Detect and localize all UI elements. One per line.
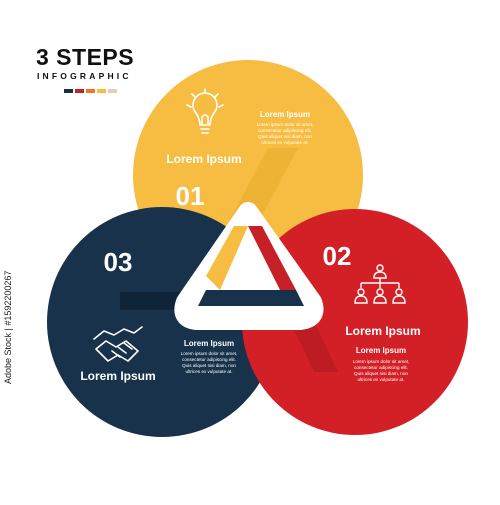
- color-swatch: [108, 89, 117, 93]
- page-title: 3 STEPS: [36, 44, 135, 70]
- step-01-text-line: consectetur adipiscing elit.: [258, 128, 312, 133]
- team-hierarchy-icon: [354, 264, 406, 304]
- color-swatch: [64, 89, 73, 93]
- step-02-label: Lorem Ipsum: [345, 324, 420, 338]
- center-navy-segment: [198, 290, 304, 306]
- page-subtitle: INFOGRAPHIC: [37, 71, 132, 81]
- step-02-text-line: consectetur adipiscing elit.: [354, 365, 408, 370]
- step-01-number: 01: [176, 181, 205, 211]
- step-02-text-line: Quis aliquet nisi diam, non: [354, 371, 408, 376]
- center-yellow-segment: [206, 226, 248, 290]
- color-swatch: [97, 89, 106, 93]
- center-knot: [174, 202, 324, 330]
- step-03-text-line: Quis aliquet nisi diam, non: [182, 363, 236, 368]
- step-01-text-title: Lorem Ipsum: [260, 110, 310, 119]
- step-02-circle: [242, 209, 468, 435]
- step-02-number: 02: [323, 241, 352, 271]
- center-red-segment: [248, 226, 296, 290]
- color-swatch: [75, 89, 84, 93]
- lightbulb-icon: [186, 88, 224, 134]
- handshake-icon: [93, 326, 143, 362]
- step-01-text-line: Lorem ipsum dolor sit amet,: [257, 122, 314, 127]
- step-02-text-title: Lorem Ipsum: [356, 346, 406, 355]
- step-01-label: Lorem Ipsum: [166, 152, 241, 166]
- step-01-text-line: Quis aliquet nisi diam, non: [258, 134, 312, 139]
- step-03-text-title: Lorem Ipsum: [184, 339, 234, 348]
- step-01-description: Lorem ipsum dolor sit amet, consectetur …: [257, 122, 314, 145]
- color-swatch: [86, 89, 95, 93]
- step-03-text-line: Lorem ipsum dolor sit amet,: [181, 351, 238, 356]
- step-01-text-line: ultrices ex vulputate at.: [262, 140, 309, 145]
- step-02-description: Lorem ipsum dolor sit amet, consectetur …: [353, 359, 410, 382]
- step-03-label: Lorem Ipsum: [80, 369, 155, 383]
- step-02-text-line: ultrices ex vulputate at.: [358, 377, 405, 382]
- step-02-text-line: Lorem ipsum dolor sit amet,: [353, 359, 410, 364]
- step-03-text-line: ultrices ex vulputate at.: [186, 369, 233, 374]
- side-credit-text: Adobe Stock | #1592200267: [3, 270, 13, 384]
- step-03-description: Lorem ipsum dolor sit amet, consectetur …: [181, 351, 238, 374]
- center-white-triangle: [220, 246, 276, 290]
- step-03-number: 03: [104, 247, 133, 277]
- step-03-text-line: consectetur adipiscing elit.: [182, 357, 236, 362]
- color-swatches: [64, 89, 117, 93]
